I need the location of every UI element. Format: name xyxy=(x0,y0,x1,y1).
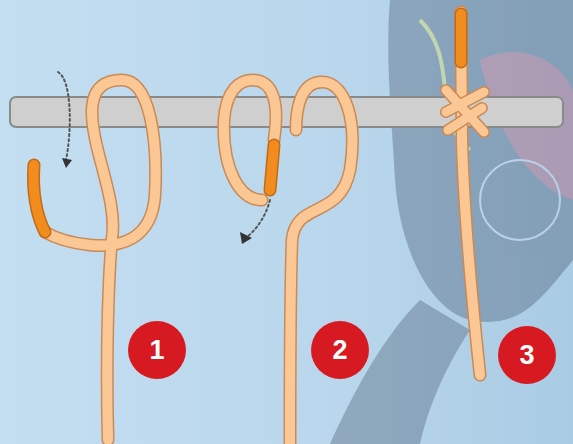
callout-number: 1 xyxy=(149,337,164,364)
rope-step-3 xyxy=(446,12,484,375)
callout-number: 3 xyxy=(519,342,534,369)
callout-circle: 1 xyxy=(127,320,187,380)
rope-step-2 xyxy=(224,80,353,444)
rope-step-1 xyxy=(33,72,155,440)
callout-circle: 2 xyxy=(310,320,370,380)
callout-circle: 3 xyxy=(497,325,557,385)
callout-number: 2 xyxy=(332,337,347,364)
diver-photo xyxy=(330,0,573,444)
